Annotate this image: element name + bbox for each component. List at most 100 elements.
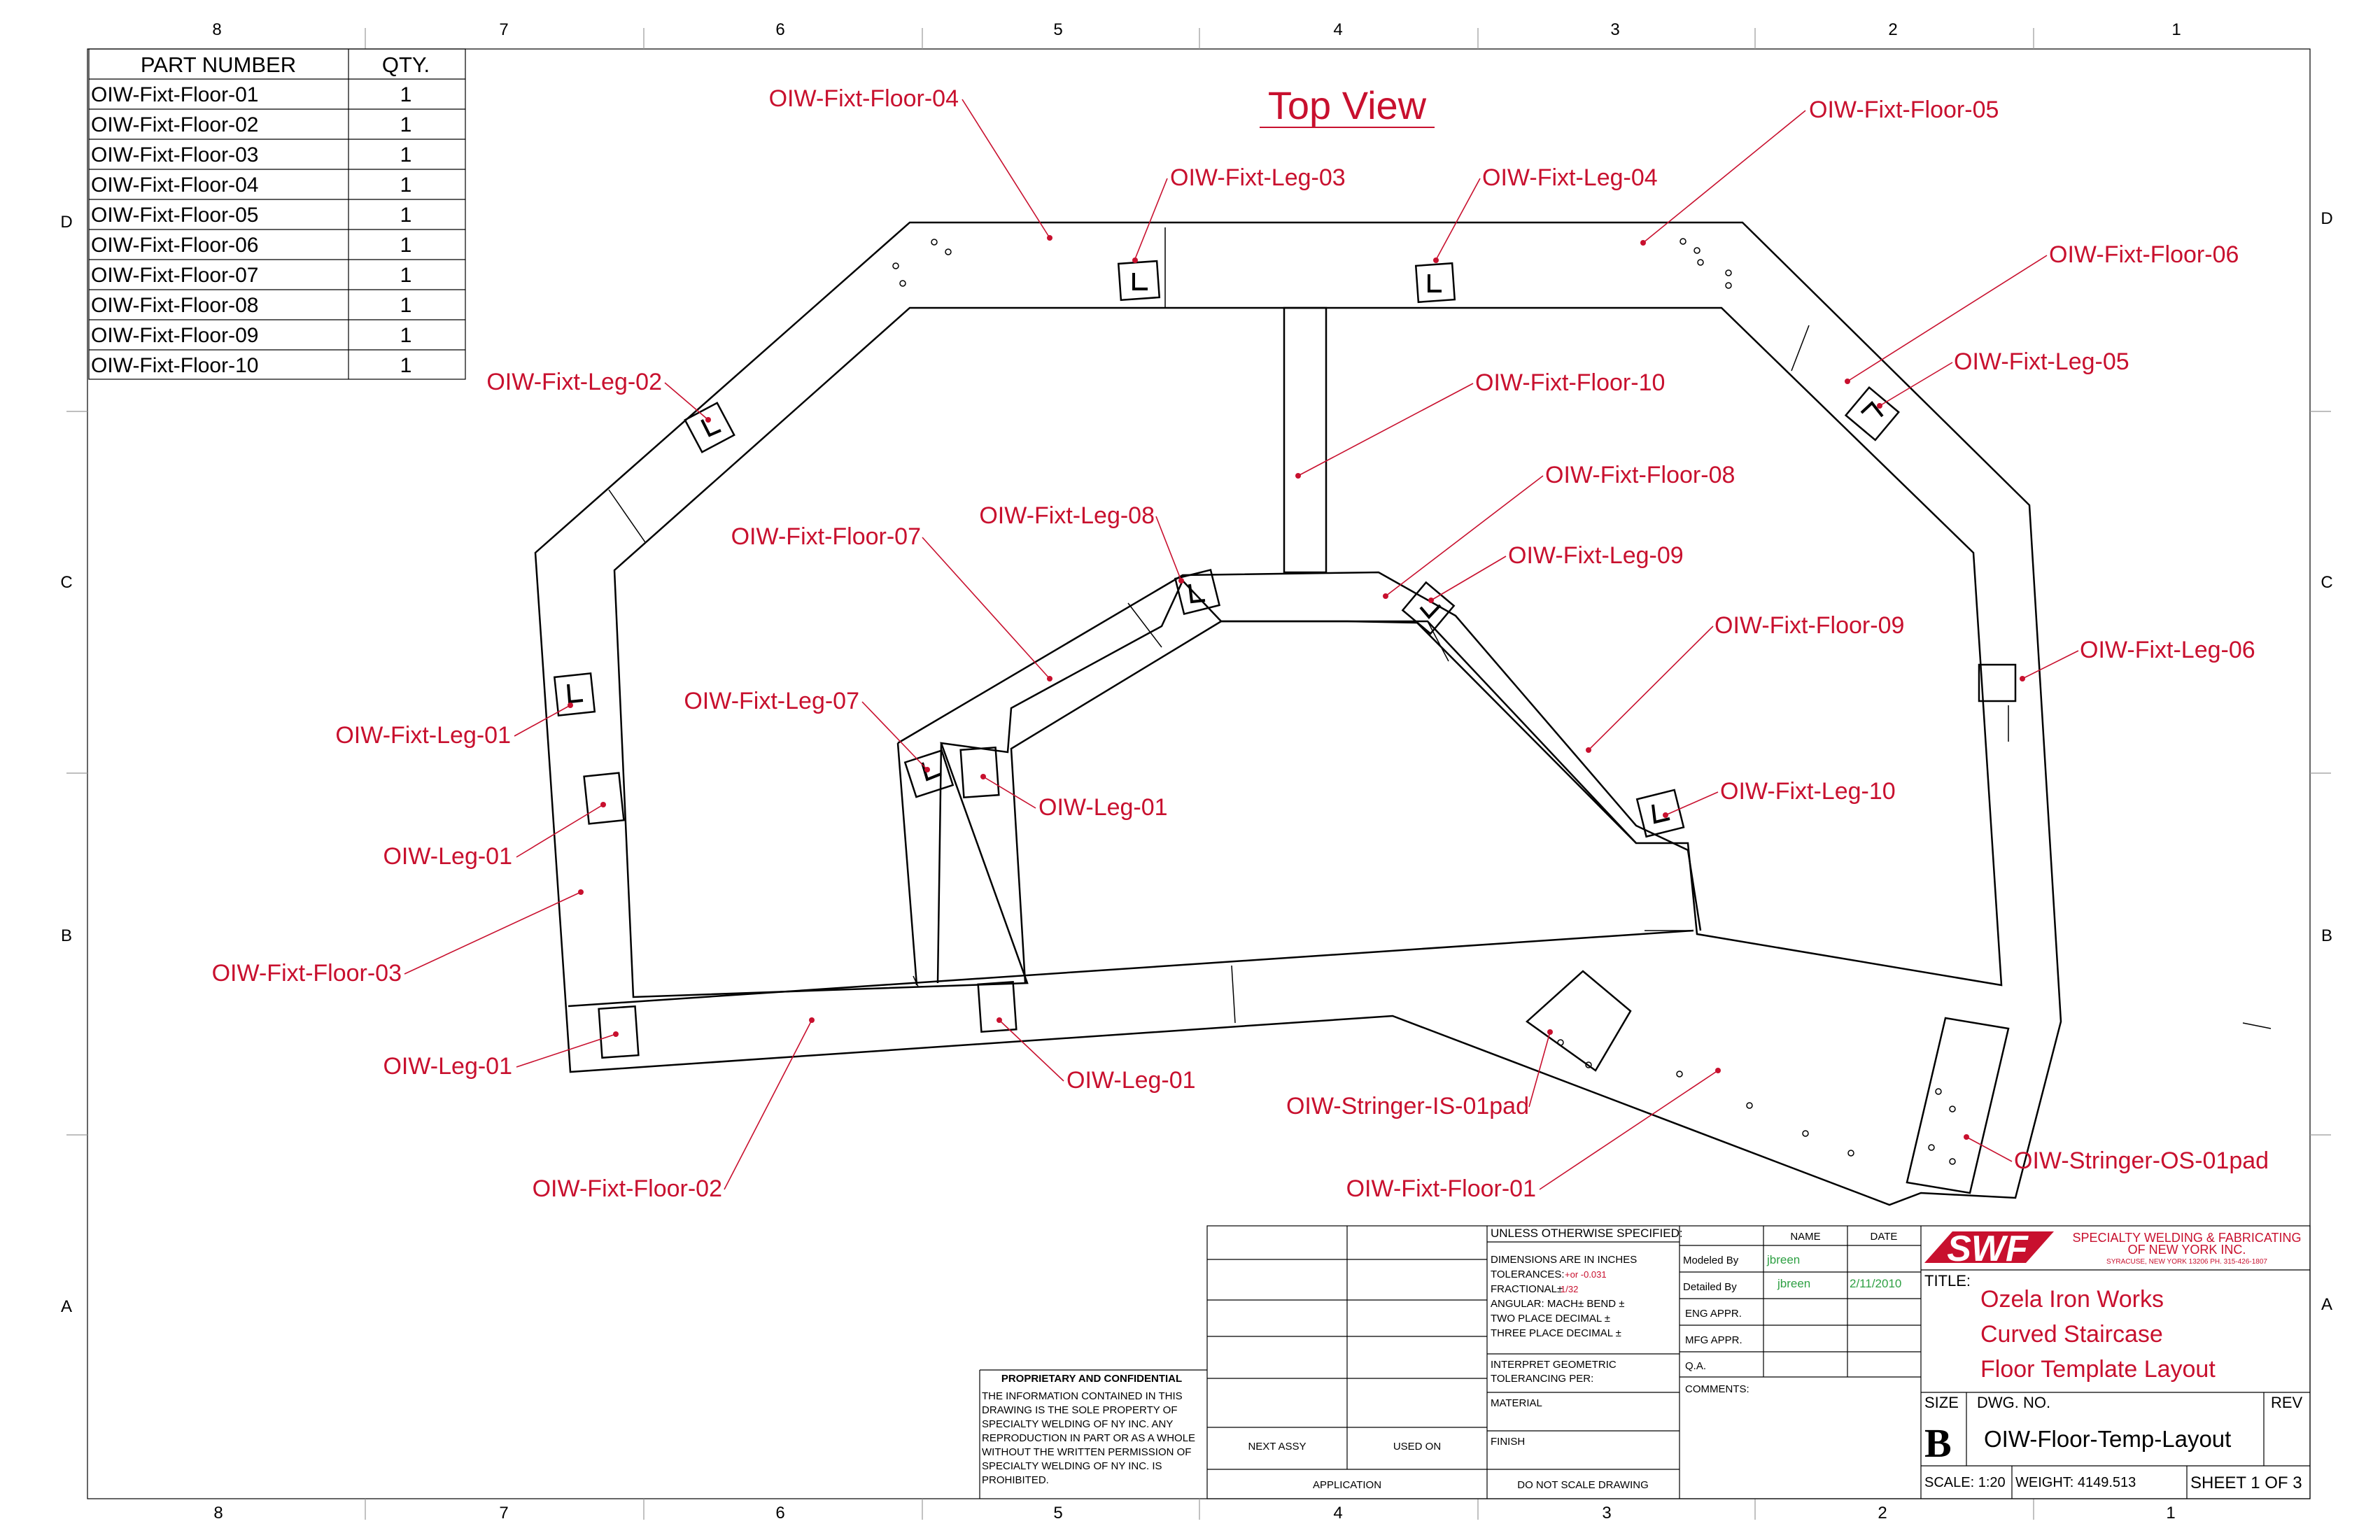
callout-floor-10[interactable]: OIW-Fixt-Floor-10 [1475, 369, 1665, 396]
inner-u-left-leg [896, 742, 918, 986]
callout-floor-07[interactable]: OIW-Fixt-Floor-07 [731, 523, 921, 550]
callout-leg-03[interactable]: OIW-Fixt-Leg-03 [1170, 164, 1346, 191]
callout-oiw-leg-01-bottom[interactable]: OIW-Leg-01 [1066, 1067, 1196, 1094]
bom-row-part: OIW-Fixt-Floor-10 [91, 354, 258, 377]
callout-leg-07[interactable]: OIW-Fixt-Leg-07 [684, 688, 859, 714]
zone-col-1-top: 1 [2171, 20, 2181, 39]
callout-stringer-is-01pad[interactable]: OIW-Stringer-IS-01pad [1286, 1093, 1529, 1119]
proprietary-title: PROPRIETARY AND CONFIDENTIAL [1001, 1373, 1182, 1385]
callout-leg-04[interactable]: OIW-Fixt-Leg-04 [1482, 164, 1658, 191]
scale-value: SCALE: 1:20 [1924, 1475, 2006, 1490]
material-label: MATERIAL [1491, 1397, 1542, 1409]
bom-row-qty: 1 [400, 113, 412, 136]
callout-floor-05[interactable]: OIW-Fixt-Floor-05 [1809, 97, 1999, 123]
callout-floor-02[interactable]: OIW-Fixt-Floor-02 [533, 1175, 722, 1202]
callout-leg-08[interactable]: OIW-Fixt-Leg-08 [979, 502, 1155, 529]
weight-value: WEIGHT: 4149.513 [2015, 1475, 2136, 1490]
inner-u-inner-edge [936, 620, 1637, 984]
bom-row-part: OIW-Fixt-Floor-08 [91, 294, 258, 317]
bom-row-qty: 1 [400, 294, 412, 317]
outer-boundary [534, 221, 2062, 1206]
bom-row-part: OIW-Fixt-Floor-02 [91, 113, 258, 136]
bom-row-qty: 1 [400, 264, 412, 287]
zone-col-2-top: 2 [1888, 20, 1897, 39]
size-value: B [1924, 1420, 1952, 1466]
callout-oiw-leg-01-left[interactable]: OIW-Leg-01 [383, 843, 512, 870]
title-line-1: Ozela Iron Works [1980, 1286, 2164, 1313]
bom-row-qty: 1 [400, 83, 412, 106]
dims-inches: DIMENSIONS ARE IN INCHES [1491, 1254, 1637, 1266]
proprietary-line: SPECIALTY WELDING OF NY INC. ANY [982, 1418, 1173, 1430]
two-place-label: TWO PLACE DECIMAL ± [1491, 1313, 1610, 1324]
bom-row-qty: 1 [400, 234, 412, 257]
zone-col-4-bottom: 4 [1333, 1504, 1342, 1523]
callout-leg-02[interactable]: OIW-Fixt-Leg-02 [486, 369, 662, 395]
callout-leg-05[interactable]: OIW-Fixt-Leg-05 [1954, 348, 2129, 375]
callout-floor-01[interactable]: OIW-Fixt-Floor-01 [1346, 1175, 1536, 1202]
callout-floor-06[interactable]: OIW-Fixt-Floor-06 [2049, 241, 2239, 268]
sheet-border [87, 48, 2311, 1499]
bom-row-part: OIW-Fixt-Floor-09 [91, 324, 258, 347]
modeled-by-label: Modeled By [1683, 1255, 1739, 1266]
logo-mark: SWF [1947, 1229, 2029, 1269]
comments-label: COMMENTS: [1685, 1383, 1749, 1395]
inner-opening [613, 306, 2003, 998]
rev-label: REV [2271, 1394, 2303, 1411]
used-on-label: USED ON [1393, 1441, 1441, 1453]
title-block: PROPRIETARY AND CONFIDENTIAL THE INFORMA… [979, 1225, 2311, 1499]
callout-leg-10[interactable]: OIW-Fixt-Leg-10 [1720, 778, 1896, 805]
bom-row-qty: 1 [400, 324, 412, 347]
detailed-date: 2/11/2010 [1850, 1277, 1901, 1290]
zone-row-c-right: C [2321, 573, 2332, 592]
tolerances-label: TOLERANCES: [1491, 1269, 1565, 1280]
callout-floor-08[interactable]: OIW-Fixt-Floor-08 [1545, 462, 1735, 488]
unless-specified: UNLESS OTHERWISE SPECIFIED: [1491, 1227, 1683, 1240]
zone-col-2-bottom: 2 [1878, 1504, 1887, 1523]
bolt-holes [892, 238, 1956, 1165]
proprietary-line: DRAWING IS THE SOLE PROPERTY OF [982, 1404, 1178, 1416]
callout-stringer-os-01pad[interactable]: OIW-Stringer-OS-01pad [2014, 1147, 2269, 1174]
callout-leg-09[interactable]: OIW-Fixt-Leg-09 [1508, 542, 1684, 569]
detailed-by-name: jbreen [1777, 1277, 1810, 1290]
tolerances-value: +or -0.031 [1565, 1269, 1607, 1280]
bom-row-part: OIW-Fixt-Floor-03 [91, 143, 258, 167]
zone-row-d-left: D [60, 213, 72, 232]
proprietary-line: WITHOUT THE WRITTEN PERMISSION OF [982, 1446, 1191, 1458]
stringer-os-pad [1906, 1017, 2010, 1194]
bom-header-part-number: PART NUMBER [141, 52, 296, 77]
zone-row-c-left: C [60, 573, 72, 592]
callout-oiw-leg-01-inner[interactable]: OIW-Leg-01 [1038, 794, 1168, 821]
stringer-is-pad [1526, 970, 1632, 1072]
interpret-label: INTERPRET GEOMETRIC [1491, 1359, 1617, 1371]
bom-row-qty: 1 [400, 204, 412, 227]
floor-template-layout [534, 221, 2272, 1206]
zone-col-5-top: 5 [1053, 20, 1062, 39]
proprietary-line: REPRODUCTION IN PART OR AS A WHOLE [982, 1432, 1195, 1444]
detailed-by-label: Detailed By [1683, 1281, 1737, 1293]
company-line-3: SYRACUSE, NEW YORK 13206 PH. 315-426-180… [2106, 1258, 2267, 1266]
company-logo: SWF [1924, 1229, 2054, 1269]
dwg-no-value: OIW-Floor-Temp-Layout [1984, 1426, 2231, 1452]
inner-u-structure[interactable] [897, 571, 1702, 931]
zone-col-7-top: 7 [499, 20, 508, 39]
callout-leg-01[interactable]: OIW-Fixt-Leg-01 [335, 722, 511, 749]
callout-leg-06[interactable]: OIW-Fixt-Leg-06 [2080, 637, 2255, 663]
company-line-1: SPECIALTY WELDING & FABRICATING [2072, 1231, 2301, 1245]
callout-oiw-leg-01-bottom-left[interactable]: OIW-Leg-01 [383, 1053, 512, 1080]
mfg-appr-label: MFG APPR. [1685, 1334, 1742, 1346]
callout-floor-03[interactable]: OIW-Fixt-Floor-03 [212, 960, 402, 987]
finish-label: FINISH [1491, 1436, 1525, 1448]
zone-col-3-bottom: 3 [1602, 1504, 1611, 1523]
zone-col-8-top: 8 [212, 20, 221, 39]
callout-floor-04[interactable]: OIW-Fixt-Floor-04 [769, 85, 959, 112]
seam-lines [608, 227, 2272, 1029]
callout-floor-09[interactable]: OIW-Fixt-Floor-09 [1714, 612, 1904, 639]
modeled-by-name: jbreen [1766, 1253, 1800, 1266]
interpret-label-2: TOLERANCING PER: [1491, 1373, 1593, 1385]
zone-row-a-left: A [61, 1297, 72, 1316]
fractional-value: 1/32 [1561, 1284, 1578, 1294]
proprietary-line: THE INFORMATION CONTAINED IN THIS [982, 1390, 1183, 1402]
zone-col-6-bottom: 6 [775, 1504, 784, 1523]
zone-row-a-right: A [2321, 1295, 2332, 1314]
